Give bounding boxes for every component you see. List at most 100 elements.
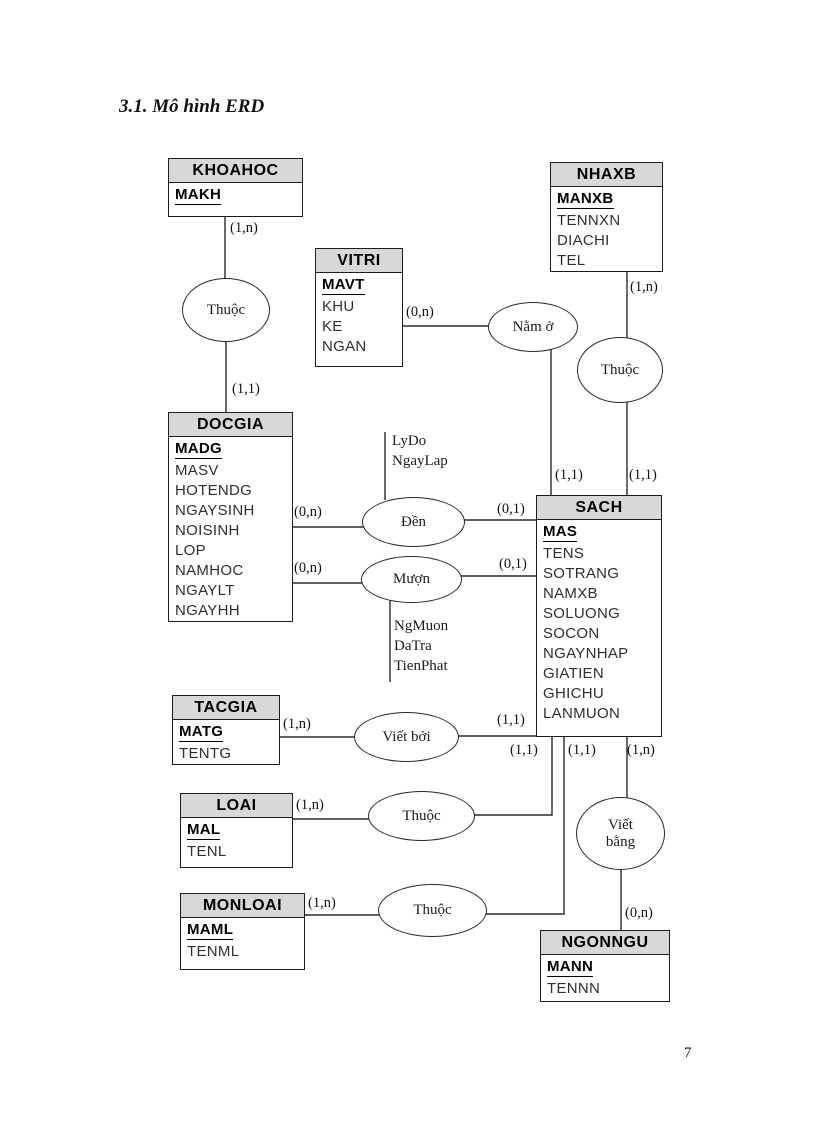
relationship-muon: Mượn (361, 556, 462, 603)
entity-nhaxb: NHAXB MANXB TENNXN DIACHI TEL (550, 162, 663, 272)
attribute: LANMUON (543, 705, 621, 722)
attribute: NOISINH (175, 522, 240, 539)
attribute: TEL (557, 252, 586, 269)
cardinality-viet-bang-ngonngu: (0,n) (625, 905, 653, 921)
entity-title: SACH (537, 496, 661, 520)
cardinality-vitri-nam-o: (0,n) (406, 304, 434, 320)
attribute: HOTENDG (175, 482, 253, 499)
primary-key-attribute: MAS (543, 523, 578, 542)
attribute: TENS (543, 545, 585, 562)
relationship-thuoc-nhaxb-sach: Thuộc (577, 337, 663, 403)
cardinality-nam-o-sach: (1,1) (555, 467, 583, 483)
primary-key-attribute: MAVT (322, 276, 365, 295)
connector-sach-to-thuoc-monloai (486, 737, 565, 915)
section-title: 3.1. Mô hình ERD (119, 96, 265, 117)
relationship-nam-o: Nằm ở (488, 302, 578, 352)
attribute: KE (322, 318, 343, 335)
page-number: 7 (684, 1045, 692, 1061)
entity-title: NHAXB (551, 163, 662, 187)
attribute: NGAYHH (175, 602, 240, 619)
cardinality-thuoc-docgia: (1,1) (232, 381, 260, 397)
entity-title: NGONNGU (541, 931, 669, 955)
relationship-label: Viết bởi (382, 728, 431, 745)
attribute: SOTRANG (543, 565, 620, 582)
relationship-thuoc-khoahoc-docgia: Thuộc (182, 278, 270, 342)
primary-key-attribute: MAL (187, 821, 221, 840)
relationship-viet-bang: Viết bằng (576, 797, 665, 870)
entity-title: KHOAHOC (169, 159, 302, 183)
entity-attributes: MANXB TENNXN DIACHI TEL (551, 187, 662, 273)
attribute: NAMXB (543, 585, 598, 602)
relationship-thuoc-loai-sach: Thuộc (368, 791, 475, 841)
relationship-label: Thuộc (413, 902, 452, 918)
relationship-label: Thuộc (600, 361, 640, 378)
cardinality-docgia-muon: (0,n) (294, 560, 322, 576)
primary-key-attribute: MANXB (557, 190, 614, 209)
attribute: NAMHOC (175, 562, 244, 579)
entity-monloai: MONLOAI MAML TENML (180, 893, 305, 970)
attribute: TENL (187, 843, 227, 860)
entity-title: MONLOAI (181, 894, 304, 918)
attribute: LOP (175, 542, 206, 559)
entity-attributes: MAS TENS SOTRANG NAMXB SOLUONG SOCON NGAYNHAP G… (537, 520, 661, 726)
attribute: NGAN (322, 338, 367, 355)
entity-attributes: MAVT KHU KE NGAN (316, 273, 402, 359)
primary-key-attribute: MADG (175, 440, 223, 459)
relationship-label: Mượn (393, 571, 430, 587)
relationship-thuoc-monloai-sach: Thuộc (378, 884, 487, 937)
cardinality-khoahoc-thuoc: (1,n) (230, 220, 258, 236)
entity-docgia: DOCGIA MADG MASV HOTENDG NGAYSINH NOISINH LOP N… (168, 412, 293, 622)
den-attr-lydo: LyDo (392, 433, 427, 449)
primary-key-attribute: MANN (547, 958, 594, 977)
cardinality-loai-thuoc: (1,n) (296, 797, 324, 813)
attribute: TENML (187, 943, 240, 960)
entity-title: DOCGIA (169, 413, 292, 437)
cardinality-sach-thuoc-monloai: (1,1) (568, 742, 596, 758)
relationship-label: Thuộc (206, 301, 246, 318)
relationship-den: Đền (362, 497, 465, 547)
cardinality-den-sach: (0,1) (497, 501, 525, 517)
muon-attr-tienphat: TienPhat (394, 658, 448, 674)
cardinality-sach-viet-bang: (1,n) (627, 742, 655, 758)
attribute: TENNN (547, 980, 601, 997)
cardinality-nhaxb-thuoc: (1,n) (630, 279, 658, 295)
entity-attributes: MANN TENNN (541, 955, 669, 1001)
attribute: NGAYSINH (175, 502, 255, 519)
den-attr-ngaylap: NgayLap (392, 453, 448, 469)
cardinality-thuoc-nhaxb-sach-end: (1,1) (629, 467, 657, 483)
muon-attr-datra: DaTra (394, 638, 432, 654)
attribute: GIATIEN (543, 665, 604, 682)
attribute: KHU (322, 298, 355, 315)
entity-title: LOAI (181, 794, 292, 818)
entity-loai: LOAI MAL TENL (180, 793, 293, 868)
entity-title: TACGIA (173, 696, 279, 720)
attribute: NGAYNHAP (543, 645, 629, 662)
entity-attributes: MAKH (169, 183, 302, 209)
entity-ngonngu: NGONNGU MANN TENNN (540, 930, 670, 1002)
attribute: TENTG (179, 745, 232, 762)
attribute: SOLUONG (543, 605, 621, 622)
cardinality-viet-boi-sach: (1,1) (497, 712, 525, 728)
relationship-label: Viết bằng (605, 816, 636, 850)
attribute: SOCON (543, 625, 600, 642)
attribute: MASV (175, 462, 219, 479)
connector-sach-to-thuoc-loai (473, 737, 553, 816)
attribute: TENNXN (557, 212, 621, 229)
cardinality-monloai-thuoc: (1,n) (308, 895, 336, 911)
cardinality-sach-thuoc-loai: (1,1) (510, 742, 538, 758)
entity-vitri: VITRI MAVT KHU KE NGAN (315, 248, 403, 367)
relationship-label: Nằm ở (512, 318, 554, 335)
cardinality-tacgia-viet-boi: (1,n) (283, 716, 311, 732)
attribute: NGAYLT (175, 582, 235, 599)
attribute: DIACHI (557, 232, 610, 249)
entity-attributes: MADG MASV HOTENDG NGAYSINH NOISINH LOP NAMHOC N… (169, 437, 292, 623)
relationship-label: Thuộc (402, 807, 441, 824)
entity-attributes: MAML TENML (181, 918, 304, 964)
entity-title: VITRI (316, 249, 402, 273)
primary-key-attribute: MAML (187, 921, 234, 940)
